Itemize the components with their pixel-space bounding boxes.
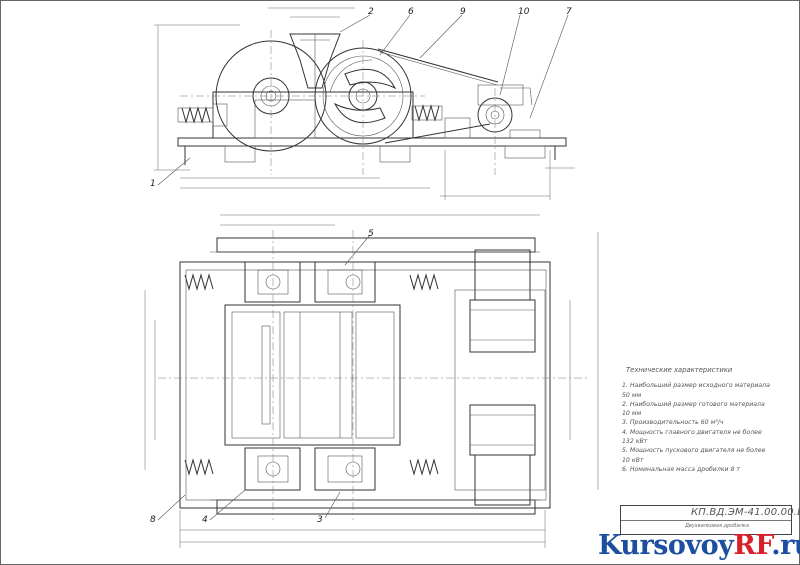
- motor-bottom: [469, 404, 536, 506]
- callout-1: 1: [150, 179, 156, 189]
- roll-chamber: [224, 304, 401, 446]
- spec-item: 3. Производительность 60 м³/ч: [622, 419, 724, 427]
- left-spring: [177, 103, 228, 127]
- callout-10: 10: [518, 7, 530, 17]
- plan-frame: [179, 261, 551, 509]
- watermark-part1: Kursovoy: [598, 530, 734, 561]
- drawing-subtitle: Двухвалковая дробилка: [685, 523, 749, 529]
- callout-7: 7: [566, 7, 572, 17]
- title-block: КП.ВД.ЭМ-41.00.00.ВО Двухвалковая дробил…: [620, 505, 800, 535]
- motor-top: [469, 249, 536, 353]
- callout-4: 4: [202, 515, 208, 525]
- callout-6: 6: [408, 7, 414, 17]
- spec-item: 4. Мощность главного двигателя не более …: [622, 428, 762, 446]
- callout-5: 5: [368, 229, 374, 239]
- bearing-blocks-top: [244, 261, 376, 303]
- spec-heading: Технические характеристики: [626, 366, 733, 374]
- bearing-blocks-bottom: [244, 447, 376, 491]
- plan-view: [144, 214, 599, 548]
- drawing-code: КП.ВД.ЭМ-41.00.00.ВО: [691, 507, 800, 518]
- watermark-part2: RF: [733, 530, 772, 561]
- spec-item: 5. Мощность пускового двигателя не более…: [622, 447, 766, 464]
- watermark-part3: .ru: [771, 530, 800, 561]
- right-spring: [411, 104, 443, 122]
- callout-3: 3: [317, 515, 323, 525]
- callout-labels: 2 6 9 10 7 1 5 8 4 3: [150, 7, 572, 525]
- spec-item: 2. Наибольший размер готового материала …: [622, 400, 765, 418]
- spec-item: 6. Номинальная масса дробилки 8 т: [622, 465, 741, 473]
- callout-2: 2: [368, 7, 374, 17]
- feed-hopper: [289, 33, 341, 89]
- technical-specs: Технические характеристики 1. Наибольший…: [608, 366, 793, 474]
- callout-8: 8: [150, 515, 156, 525]
- plan-springs: [184, 273, 439, 476]
- elevation-view: [154, 7, 575, 200]
- callout-9: 9: [460, 7, 466, 17]
- v-belt: [377, 48, 499, 83]
- spec-item: 1. Наибольший размер исходного материала…: [622, 382, 770, 399]
- site-watermark: KursovoyRF.ru: [598, 530, 800, 561]
